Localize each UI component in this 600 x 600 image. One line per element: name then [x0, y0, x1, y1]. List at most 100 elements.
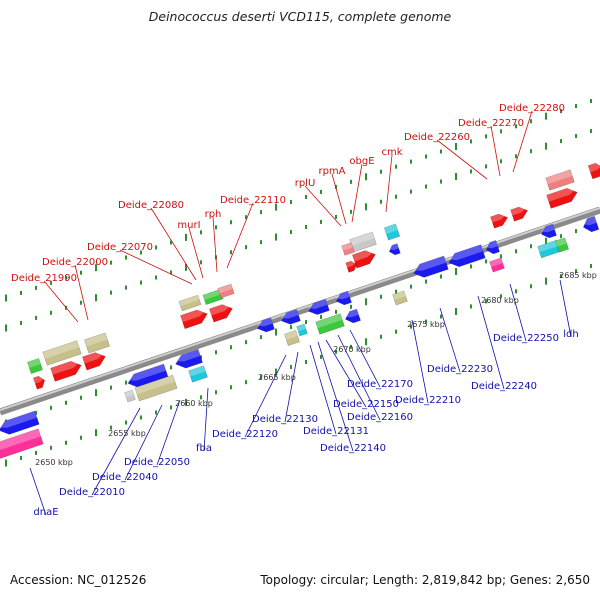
leader-rplu — [304, 185, 342, 227]
tick-mark — [185, 233, 187, 241]
tick-mark — [230, 385, 232, 390]
tick-mark — [530, 284, 532, 289]
tick-mark — [50, 280, 52, 285]
leader-deide-21990 — [43, 280, 79, 323]
tick-mark — [170, 270, 172, 275]
tick-mark — [350, 304, 352, 309]
tick-mark — [200, 395, 202, 400]
leader-deide-22280 — [512, 110, 533, 173]
reverse-gene-9 — [307, 298, 330, 315]
tick-mark — [440, 149, 442, 154]
tick-mark — [215, 350, 217, 355]
tick-mark — [290, 200, 292, 205]
tick-mark — [575, 134, 577, 139]
tick-mark — [335, 309, 337, 314]
reverse-gene-3 — [174, 348, 203, 369]
leader-deide-22150 — [325, 339, 367, 408]
tick-mark — [290, 230, 292, 235]
tick-mark — [410, 284, 412, 289]
tick-mark — [275, 203, 277, 211]
gene-label-muri: murI — [177, 220, 200, 231]
forward-gene-8 — [178, 294, 202, 312]
tick-mark — [290, 365, 292, 370]
tick-mark — [590, 99, 592, 104]
gene-labels: Deide_21990Deide_22000Deide_22070Deide_2… — [11, 103, 579, 518]
forward-gene-12 — [345, 260, 358, 273]
gene-label-deide-22040: Deide_22040 — [92, 472, 158, 483]
forward-gene-10 — [217, 283, 235, 299]
gene-label-deide-22070: Deide_22070 — [87, 242, 153, 253]
reverse-gene-21 — [554, 237, 570, 253]
tick-mark — [275, 233, 277, 241]
tick-mark — [125, 255, 127, 260]
gene-label-deide-22170: Deide_22170 — [347, 379, 413, 390]
tick-mark — [530, 119, 532, 124]
tick-mark — [320, 354, 322, 359]
leader-deide-22170 — [349, 329, 381, 388]
leader-deide-22131 — [309, 344, 337, 435]
tick-mark — [185, 263, 187, 271]
tick-mark — [260, 210, 262, 215]
scale-label: 2680 kbp — [481, 296, 519, 305]
leader-deide-22040 — [124, 404, 163, 481]
tick-mark — [530, 149, 532, 154]
tick-mark — [545, 112, 547, 120]
tick-mark — [470, 169, 472, 174]
tick-mark — [515, 124, 517, 129]
tick-mark — [80, 270, 82, 275]
tick-mark — [5, 294, 7, 302]
tick-mark — [380, 199, 382, 204]
forward-gene-0 — [50, 360, 82, 382]
leader-deide-22140 — [317, 341, 354, 452]
gene-label-cmk: cmk — [381, 147, 402, 158]
tick-mark — [290, 325, 292, 330]
tick-mark — [170, 240, 172, 245]
tick-mark — [170, 365, 172, 370]
leader-ldh — [559, 279, 572, 338]
leader-deide-22110 — [226, 202, 254, 269]
gene-label-deide-22080: Deide_22080 — [118, 200, 184, 211]
leader-cmk — [385, 154, 393, 213]
leader-deide-22160 — [337, 334, 381, 421]
tick-mark — [260, 240, 262, 245]
leader-deide-22120 — [244, 354, 287, 438]
tick-mark — [140, 415, 142, 420]
forward-gene-17 — [490, 213, 509, 229]
tick-mark — [410, 324, 412, 329]
tick-mark — [485, 259, 487, 264]
reverse-gene-11 — [315, 313, 345, 335]
forward-gene-4 — [27, 358, 43, 374]
tick-mark — [35, 315, 37, 320]
tick-mark — [50, 445, 52, 450]
gene-label-dnae: dnaE — [33, 507, 58, 518]
tick-mark — [425, 154, 427, 159]
reverse-gene-16 — [447, 244, 486, 268]
gene-label-deide-22140: Deide_22140 — [320, 443, 386, 454]
tick-mark — [590, 129, 592, 134]
tick-mark — [440, 179, 442, 184]
tick-mark — [260, 335, 262, 340]
tick-mark — [500, 294, 502, 299]
tick-mark — [65, 400, 67, 405]
tick-mark — [275, 368, 277, 376]
tick-mark — [365, 338, 367, 346]
forward-gene-18 — [510, 206, 529, 222]
tick-mark — [80, 300, 82, 305]
reverse-gene-2 — [126, 363, 169, 388]
leader-deide-22000 — [74, 264, 89, 321]
tick-mark — [305, 224, 307, 229]
leader-deide-22070 — [119, 249, 193, 285]
reverse-gene-22 — [540, 223, 557, 239]
forward-gene-2 — [42, 340, 82, 366]
tick-mark — [95, 429, 97, 437]
gene-label-deide-22120: Deide_22120 — [212, 429, 278, 440]
leader-deide-22270 — [490, 125, 501, 177]
tick-mark — [230, 220, 232, 225]
tick-mark — [365, 298, 367, 306]
forward-gene-9 — [202, 289, 224, 305]
gene-label-deide-22110: Deide_22110 — [220, 195, 286, 206]
gene-label-deide-22131: Deide_22131 — [303, 426, 369, 437]
tick-mark — [155, 275, 157, 280]
tick-mark — [200, 260, 202, 265]
tick-mark — [110, 260, 112, 265]
